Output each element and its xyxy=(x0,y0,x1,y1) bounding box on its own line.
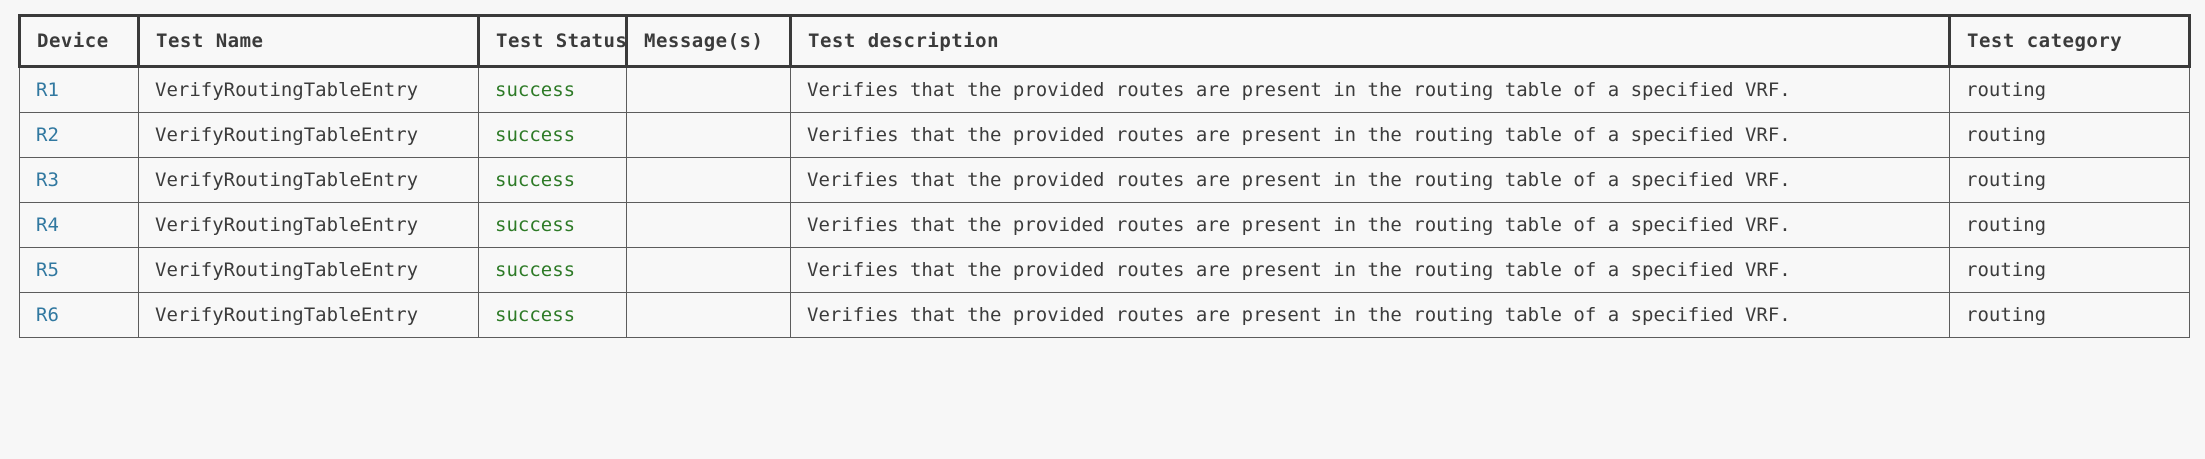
cell-test-status: success xyxy=(478,292,627,338)
cell-test-description: Verifies that the provided routes are pr… xyxy=(790,202,1950,248)
cell-device: R5 xyxy=(19,247,139,293)
cell-test-category: routing xyxy=(1949,157,2190,203)
cell-messages xyxy=(626,247,791,293)
test-results-table-container: Device Test Name Test Status Message(s) … xyxy=(18,14,2191,338)
cell-device: R2 xyxy=(19,112,139,158)
test-results-table: Device Test Name Test Status Message(s) … xyxy=(18,14,2191,338)
cell-test-category: routing xyxy=(1949,112,2190,158)
device-value: R2 xyxy=(36,124,59,146)
cell-device: R6 xyxy=(19,292,139,338)
cell-test-status: success xyxy=(478,202,627,248)
status-badge: success xyxy=(495,304,576,326)
cell-test-category: routing xyxy=(1949,247,2190,293)
cell-test-status: success xyxy=(478,247,627,293)
cell-messages xyxy=(626,157,791,203)
cell-test-category: routing xyxy=(1949,292,2190,338)
cell-test-description: Verifies that the provided routes are pr… xyxy=(790,292,1950,338)
table-row: R4 VerifyRoutingTableEntry success Verif… xyxy=(19,202,2190,248)
column-header-test-description[interactable]: Test description xyxy=(789,14,1951,68)
table-row: R5 VerifyRoutingTableEntry success Verif… xyxy=(19,247,2190,293)
cell-test-description: Verifies that the provided routes are pr… xyxy=(790,247,1950,293)
cell-test-name: VerifyRoutingTableEntry xyxy=(138,202,479,248)
column-header-device[interactable]: Device xyxy=(18,14,140,68)
status-badge: success xyxy=(495,124,576,146)
cell-test-status: success xyxy=(478,66,627,113)
cell-test-name: VerifyRoutingTableEntry xyxy=(138,292,479,338)
column-header-test-status[interactable]: Test Status xyxy=(477,14,628,68)
status-badge: success xyxy=(495,259,576,281)
cell-test-name: VerifyRoutingTableEntry xyxy=(138,157,479,203)
cell-device: R4 xyxy=(19,202,139,248)
cell-messages xyxy=(626,112,791,158)
table-header-row: Device Test Name Test Status Message(s) … xyxy=(18,14,2191,68)
cell-messages xyxy=(626,66,791,113)
cell-test-description: Verifies that the provided routes are pr… xyxy=(790,157,1950,203)
table-body: R1 VerifyRoutingTableEntry success Verif… xyxy=(19,66,2190,338)
status-badge: success xyxy=(495,79,576,101)
cell-test-category: routing xyxy=(1949,202,2190,248)
status-badge: success xyxy=(495,214,576,236)
table-row: R2 VerifyRoutingTableEntry success Verif… xyxy=(19,112,2190,158)
cell-device: R3 xyxy=(19,157,139,203)
cell-test-name: VerifyRoutingTableEntry xyxy=(138,247,479,293)
column-header-messages[interactable]: Message(s) xyxy=(625,14,792,68)
device-value: R1 xyxy=(36,79,59,101)
cell-test-category: routing xyxy=(1949,66,2190,113)
table-header: Device Test Name Test Status Message(s) … xyxy=(18,14,2191,68)
cell-messages xyxy=(626,202,791,248)
cell-test-name: VerifyRoutingTableEntry xyxy=(138,66,479,113)
table-row: R6 VerifyRoutingTableEntry success Verif… xyxy=(19,292,2190,338)
table-row: R3 VerifyRoutingTableEntry success Verif… xyxy=(19,157,2190,203)
cell-test-name: VerifyRoutingTableEntry xyxy=(138,112,479,158)
device-value: R5 xyxy=(36,259,59,281)
cell-test-description: Verifies that the provided routes are pr… xyxy=(790,112,1950,158)
device-value: R6 xyxy=(36,304,59,326)
column-header-test-name[interactable]: Test Name xyxy=(137,14,480,68)
cell-test-status: success xyxy=(478,157,627,203)
cell-test-description: Verifies that the provided routes are pr… xyxy=(790,66,1950,113)
column-header-test-category[interactable]: Test category xyxy=(1948,14,2191,68)
cell-messages xyxy=(626,292,791,338)
cell-test-status: success xyxy=(478,112,627,158)
table-row: R1 VerifyRoutingTableEntry success Verif… xyxy=(19,66,2190,113)
device-value: R4 xyxy=(36,214,59,236)
cell-device: R1 xyxy=(19,66,139,113)
status-badge: success xyxy=(495,169,576,191)
device-value: R3 xyxy=(36,169,59,191)
